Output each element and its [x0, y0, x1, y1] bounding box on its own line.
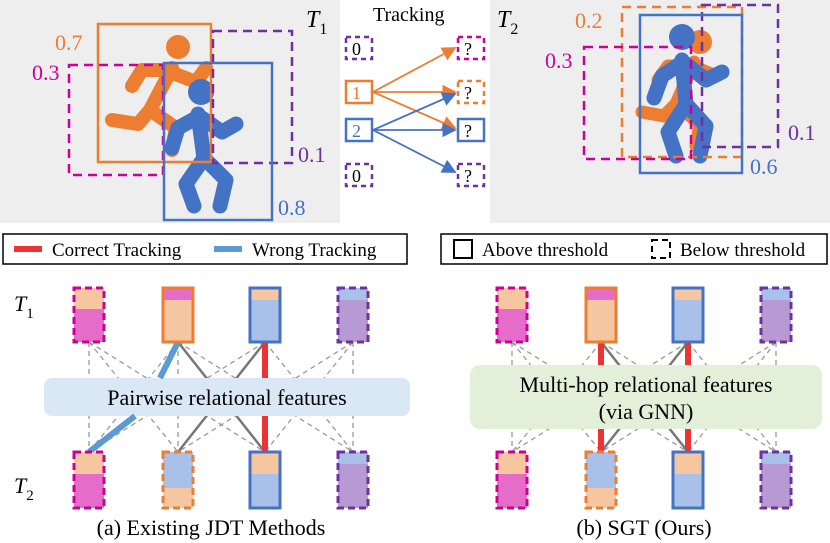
legend-below-swatch	[651, 239, 671, 259]
legend-threshold-frame	[440, 233, 828, 265]
score-orange-t2: 0.2	[575, 8, 603, 33]
track-left-id-1: 1	[352, 83, 361, 103]
score-orange-t1: 0.7	[55, 30, 83, 55]
panel-a-t1-node-orange	[161, 286, 195, 344]
legend-correct-swatch	[14, 246, 42, 252]
legend-correct-label: Correct Tracking	[52, 240, 182, 261]
walker-blue-icon	[164, 79, 244, 214]
wrong-edge-upper	[157, 340, 181, 380]
legend-above-swatch	[453, 239, 473, 259]
box-magenta-t2	[582, 45, 693, 161]
frame-t1-label: T1	[306, 7, 327, 38]
arrow-2-to-3	[372, 129, 457, 173]
panel-a-caption: (a) Existing JDT Methods	[97, 515, 326, 540]
panel-b-t2-node-magenta	[495, 450, 529, 510]
score-blue-t1: 0.8	[278, 195, 306, 220]
panel-b-t2-node-blue	[671, 450, 705, 510]
multihop-feature-label-2: (via GNN)	[599, 399, 694, 424]
legend-wrong-label: Wrong Tracking	[252, 240, 377, 261]
score-magenta-t2: 0.3	[545, 48, 573, 73]
frame-t1-background	[0, 0, 340, 223]
panel-b: Multi-hop relational features (via GNN)	[470, 286, 822, 540]
panel-b-t2-node-purple	[759, 450, 793, 510]
multihop-feature-box	[470, 365, 822, 429]
legend-tracking: Correct Tracking Wrong Tracking	[2, 233, 408, 265]
legend-tracking-frame	[2, 233, 408, 265]
panel-a-t2-node-purple	[336, 450, 370, 510]
box-purple-t2	[700, 3, 780, 149]
box-blue-t2	[638, 13, 744, 175]
panel-b-t1-node-blue	[671, 286, 705, 344]
legend-below-label: Below threshold	[680, 240, 806, 261]
track-left-id-2: 2	[352, 121, 361, 141]
track-right-box-0	[456, 35, 486, 61]
track-right-box-2	[456, 117, 486, 143]
arrow-2-to-1	[372, 92, 457, 131]
track-left-box-2	[344, 117, 374, 143]
track-right-id-3: ?	[464, 166, 472, 186]
legend-threshold: Above threshold Below threshold	[440, 233, 828, 265]
track-right-id-2: ?	[464, 121, 472, 141]
box-magenta-t1	[67, 63, 165, 177]
panel-b-t2-node-orange	[584, 450, 618, 510]
arrow-1-to-0	[372, 47, 457, 93]
panel-a-t2-node-orange	[161, 450, 195, 510]
frame-t1: 0.7 0.3 0.1 0.8 T1	[0, 0, 340, 223]
track-left-id-3: 0	[352, 166, 361, 186]
tracking-diagram: Tracking 0 1 2 0 ? ? ? ?	[344, 4, 486, 188]
legend-wrong-swatch	[214, 246, 242, 252]
track-right-id-1: ?	[464, 83, 472, 103]
track-left-id-0: 0	[352, 39, 361, 59]
legend-above-label: Above threshold	[482, 240, 609, 261]
track-right-box-1	[456, 79, 486, 105]
track-left-box-1	[344, 79, 374, 105]
pairwise-feature-label: Pairwise relational features	[107, 385, 346, 410]
track-left-box-0	[344, 35, 374, 61]
score-purple-t2: 0.1	[788, 120, 816, 145]
panel-b-caption: (b) SGT (Ours)	[576, 515, 711, 540]
score-purple-t1: 0.1	[298, 142, 326, 167]
wrong-edge-lower	[87, 413, 137, 455]
panel-a-t1-node-blue	[248, 286, 282, 344]
pairwise-feature-box	[44, 378, 410, 416]
panel-a-t1-node-purple	[336, 286, 370, 344]
box-blue-t1	[162, 61, 274, 222]
panel-b-t1-node-purple	[759, 286, 793, 344]
frame-t2-label: T2	[497, 7, 518, 38]
track-right-id-0: ?	[464, 39, 472, 59]
arrow-1-to-2	[372, 91, 457, 130]
panel-a-t2-label: T2	[14, 473, 34, 504]
box-orange-t1	[96, 22, 213, 164]
panel-a-t1-node-magenta	[72, 286, 106, 344]
score-magenta-t1: 0.3	[32, 60, 60, 85]
panel-a-t2-node-magenta	[72, 450, 106, 510]
panel-a: T1 T2 Pairwise relational features	[14, 286, 410, 540]
track-left-box-3	[344, 162, 374, 188]
track-right-box-3	[456, 162, 486, 188]
score-blue-t2: 0.6	[750, 154, 778, 179]
panel-a-t1-label: T1	[14, 291, 34, 322]
tracking-title: Tracking	[373, 4, 444, 26]
panel-a-t2-node-blue	[248, 450, 282, 510]
panel-b-t1-node-orange	[584, 286, 618, 344]
multihop-feature-label-1: Multi-hop relational features	[520, 372, 773, 397]
frame-t2: 0.2 0.3 0.1 0.6 T2	[490, 0, 830, 223]
panel-b-t1-node-magenta	[495, 286, 529, 344]
